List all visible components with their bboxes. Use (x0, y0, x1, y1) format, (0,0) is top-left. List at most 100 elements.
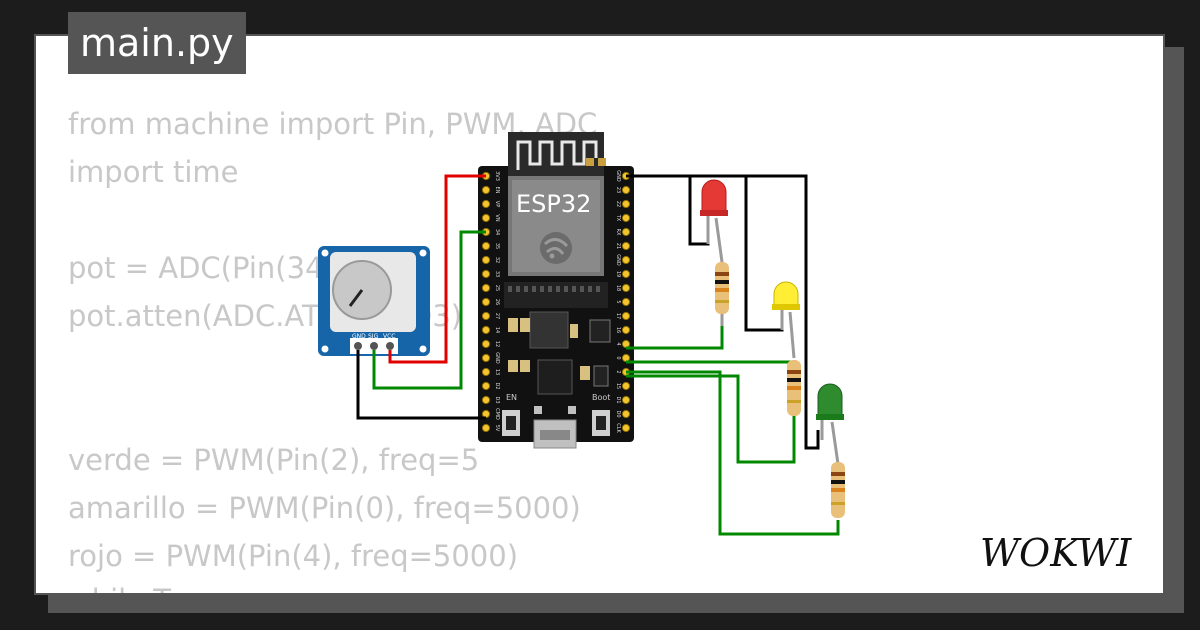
right-pin[interactable] (621, 199, 631, 209)
esp32-board[interactable]: ESP32 EN Boot (478, 132, 634, 449)
left-pin-label: VN (494, 214, 500, 221)
green-led-circuit[interactable] (816, 383, 845, 518)
red-led[interactable] (701, 179, 727, 213)
espressif-logo-icon (540, 232, 572, 264)
left-pin-label: 14 (494, 327, 500, 333)
left-pin-label: 26 (494, 299, 500, 305)
pot-pin-sig: SIG (368, 333, 379, 340)
right-pin-label: 2 (615, 370, 621, 373)
right-pin-label: RX (615, 229, 621, 236)
boot-button-label: Boot (592, 393, 610, 402)
left-pin-label: 34 (494, 229, 500, 235)
right-pin-label: GND (615, 170, 621, 182)
left-pin-label: D2 (494, 382, 500, 389)
right-pin[interactable] (621, 283, 631, 293)
right-pin-label: 15 (615, 383, 621, 389)
right-pin[interactable] (621, 311, 631, 321)
right-pin[interactable] (621, 185, 631, 195)
code-line: from machine import Pin, PWM, ADC (68, 107, 598, 141)
right-pin[interactable] (621, 213, 631, 223)
right-pin[interactable] (621, 423, 631, 433)
right-pin[interactable] (621, 381, 631, 391)
left-pin[interactable] (481, 353, 491, 363)
code-line: rojo = PWM(Pin(4), freq=5000) (68, 539, 519, 573)
right-pin[interactable] (621, 409, 631, 419)
wire-yellow-signal[interactable] (626, 360, 796, 464)
svg-text:WOKWI: WOKWI (980, 531, 1132, 575)
left-pin-label: VP (494, 201, 500, 207)
right-pin-label: 22 (615, 201, 621, 207)
left-pin-label: 27 (494, 313, 500, 319)
left-pin[interactable] (481, 339, 491, 349)
wire-green-signal[interactable] (626, 370, 840, 536)
left-pin[interactable] (481, 213, 491, 223)
left-pin[interactable] (481, 381, 491, 391)
code-line: amarillo = PWM(Pin(0), freq=5000) (68, 491, 581, 525)
potentiometer[interactable]: GND SIG VCC (318, 246, 430, 356)
left-pin[interactable] (481, 199, 491, 209)
left-pin-label: 5V (494, 425, 500, 432)
left-pin-label: 12 (494, 341, 500, 347)
right-pin-label: 19 (615, 271, 621, 277)
right-pin[interactable] (621, 269, 631, 279)
left-pin[interactable] (481, 367, 491, 377)
right-pin-label: 23 (615, 187, 621, 193)
code-line: pot = ADC(Pin(34 (68, 251, 324, 285)
left-pin[interactable] (481, 269, 491, 279)
left-pin-label: 25 (494, 285, 500, 291)
wire-red-signal[interactable] (626, 322, 724, 350)
yellow-led[interactable] (773, 281, 799, 307)
left-pin[interactable] (481, 185, 491, 195)
wire-gnd-pot[interactable] (356, 350, 486, 420)
left-pin[interactable] (481, 325, 491, 335)
left-pin[interactable] (481, 297, 491, 307)
left-pin[interactable] (481, 241, 491, 251)
red-led-circuit[interactable] (700, 179, 729, 326)
right-pin[interactable] (621, 325, 631, 335)
esp32-label: ESP32 (516, 190, 591, 218)
right-pin[interactable] (621, 241, 631, 251)
left-pin[interactable] (481, 395, 491, 405)
right-pin[interactable] (621, 255, 631, 265)
left-pin[interactable] (481, 255, 491, 265)
left-pin-label: 33 (494, 271, 500, 277)
right-pin-label: 21 (615, 243, 621, 249)
right-pin[interactable] (621, 395, 631, 405)
right-pin-label: 0 (615, 356, 621, 359)
right-pin-label: D1 (615, 396, 621, 403)
code-line: import time (68, 155, 239, 189)
file-tab[interactable]: main.py (68, 12, 246, 74)
esp32-left-header: 3V3ENVPVN343532332526271412GND13D2D3CMD5… (481, 171, 500, 433)
right-pin-label: D0 (615, 410, 621, 417)
wokwi-logo: WOKWI (980, 531, 1132, 575)
left-pin[interactable] (481, 283, 491, 293)
left-pin-label: 35 (494, 243, 500, 249)
code-line: verde = PWM(Pin(2), freq=5 (68, 443, 480, 477)
left-pin-label: 13 (494, 369, 500, 375)
right-pin-label: GND (615, 254, 621, 266)
yellow-led-circuit[interactable] (772, 281, 801, 416)
left-pin-label: CMD (494, 408, 500, 420)
left-pin-label: EN (494, 187, 500, 194)
right-pin-label: 18 (615, 285, 621, 291)
right-pin-label: 17 (615, 313, 621, 319)
left-pin[interactable] (481, 423, 491, 433)
wire-vcc[interactable] (388, 174, 486, 364)
left-pin-label: 3V3 (494, 171, 500, 181)
pot-pin-gnd: GND (352, 333, 366, 340)
green-led[interactable] (817, 383, 843, 417)
right-pin-label: 4 (615, 342, 621, 345)
en-button-label: EN (506, 393, 517, 402)
right-pin-label: 16 (615, 327, 621, 333)
pot-pin-vcc: VCC (383, 333, 395, 340)
code-editor: from machine import Pin, PWM, ADC import… (68, 100, 597, 628)
right-pin[interactable] (621, 227, 631, 237)
left-pin[interactable] (481, 311, 491, 321)
right-pin-label: CLK (615, 423, 621, 433)
right-pin[interactable] (621, 297, 631, 307)
left-pin-label: D3 (494, 396, 500, 403)
right-pin-label: 5 (615, 300, 621, 303)
wire-sig[interactable] (372, 230, 486, 390)
code-line: pot.atten(ADC.AT (68, 299, 320, 333)
